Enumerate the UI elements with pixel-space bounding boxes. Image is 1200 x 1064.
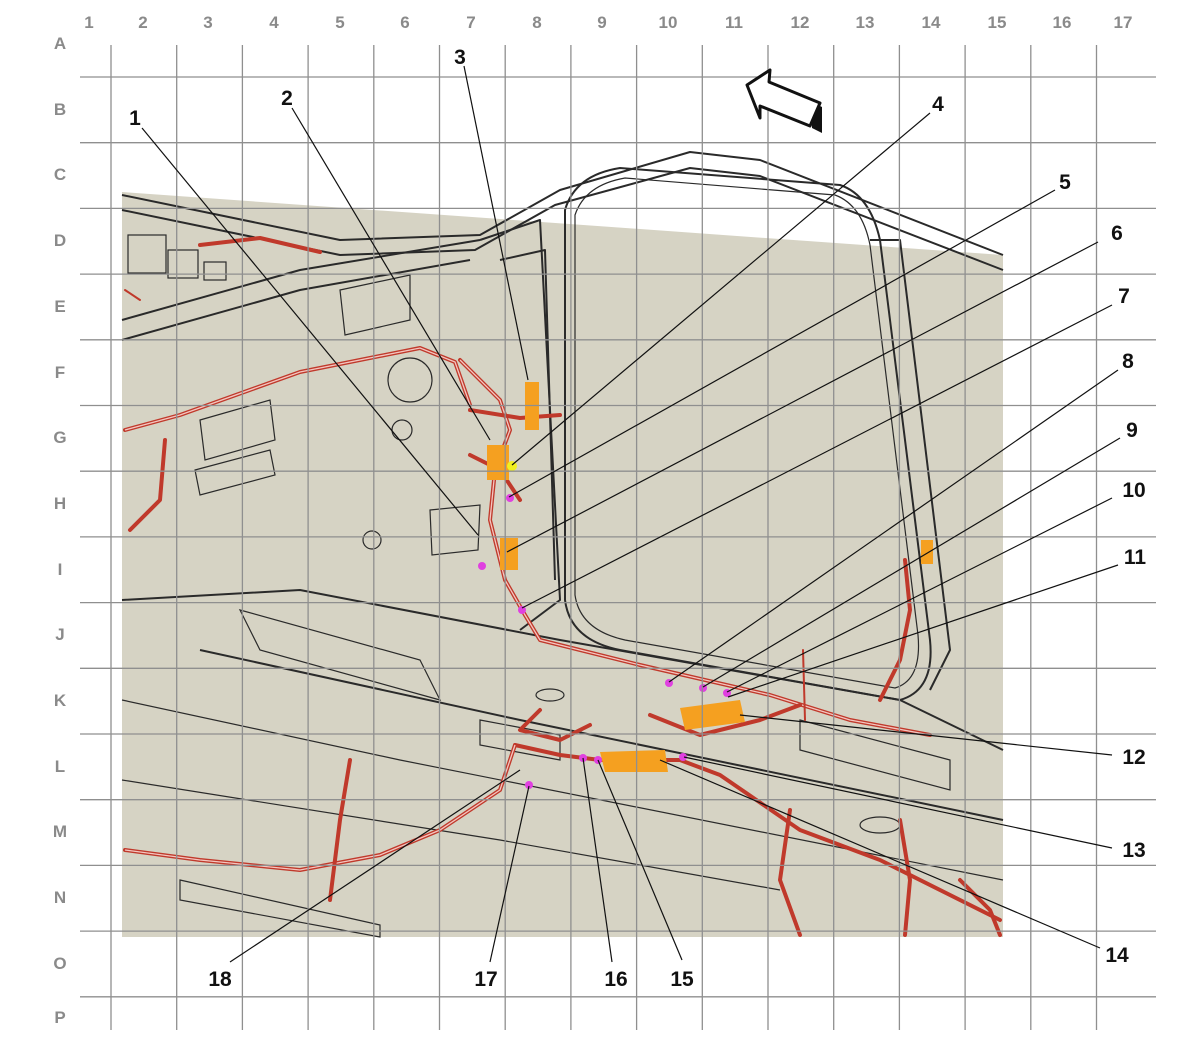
- grid-row-label: E: [54, 297, 65, 316]
- grid-col-label: 12: [791, 13, 810, 32]
- callout-number: 10: [1122, 479, 1145, 502]
- callout-number: 16: [604, 968, 627, 991]
- grid-row-label: A: [54, 34, 66, 53]
- callout-number: 8: [1122, 350, 1134, 373]
- wiring-harness: [123, 236, 1002, 937]
- grid-row-label: P: [54, 1008, 65, 1027]
- grid-row-label: B: [54, 100, 66, 119]
- grid-row-label: G: [53, 428, 66, 447]
- grid-row-labels: A B C D E F G H I J K L M N O P: [53, 34, 67, 1027]
- grid-row-label: J: [55, 625, 64, 644]
- grid-col-label: 7: [466, 13, 475, 32]
- callout-number: 6: [1111, 222, 1123, 245]
- grid-col-label: 14: [922, 13, 941, 32]
- grid-row-label: F: [55, 363, 65, 382]
- callout-number: 11: [1124, 546, 1147, 569]
- grid-col-label: 4: [269, 13, 279, 32]
- grid-col-label: 8: [532, 13, 541, 32]
- grid-col-label: 10: [659, 13, 678, 32]
- callout-number: 1: [129, 107, 141, 130]
- grid-row-label: C: [54, 165, 66, 184]
- grid-row-label: K: [54, 691, 67, 710]
- grid-row-label: N: [54, 888, 66, 907]
- grid-horizontal-lines: [80, 76, 1156, 998]
- grid-row-label: M: [53, 822, 67, 841]
- grid-col-label: 17: [1114, 13, 1133, 32]
- callout-number: 14: [1105, 944, 1129, 967]
- grid-row-label: O: [53, 954, 66, 973]
- grid-row-label: L: [55, 757, 65, 776]
- callout-number: 12: [1122, 746, 1145, 769]
- callout-number: 5: [1059, 171, 1071, 194]
- grid-col-label: 6: [400, 13, 409, 32]
- grid-col-label: 3: [203, 13, 212, 32]
- grid-col-label: 13: [856, 13, 875, 32]
- callout-number: 4: [932, 93, 944, 116]
- grid-col-label: 2: [138, 13, 147, 32]
- callout-numbers: 1 2 3 4 5 6 7 8 9 10 11 12 13 14 15 16 1…: [129, 46, 1146, 991]
- callout-number: 9: [1126, 419, 1138, 442]
- forward-arrow-icon: [745, 68, 822, 133]
- callout-number: 3: [454, 46, 466, 69]
- grid-col-label: 16: [1053, 13, 1072, 32]
- grid-col-label: 1: [84, 13, 93, 32]
- callout-number: 15: [670, 968, 694, 991]
- callout-number: 17: [474, 968, 497, 991]
- callout-number: 13: [1122, 839, 1145, 862]
- grid-row-label: H: [54, 494, 66, 513]
- callout-number: 7: [1118, 285, 1130, 308]
- callout-leaders: [141, 65, 1121, 963]
- grid-col-label: 5: [335, 13, 344, 32]
- grid-row-label: D: [54, 231, 66, 250]
- callout-number: 2: [281, 87, 293, 110]
- grid-row-label: I: [58, 560, 63, 579]
- grid-col-label: 11: [725, 13, 743, 32]
- grid-column-labels: 1 2 3 4 5 6 7 8 9 10 11 12 13 14 15 16 1…: [84, 13, 1132, 32]
- vehicle-illustration-panel: [122, 192, 1003, 937]
- callout-number: 18: [208, 968, 232, 991]
- grid-col-label: 9: [597, 13, 606, 32]
- grid-col-label: 15: [988, 13, 1007, 32]
